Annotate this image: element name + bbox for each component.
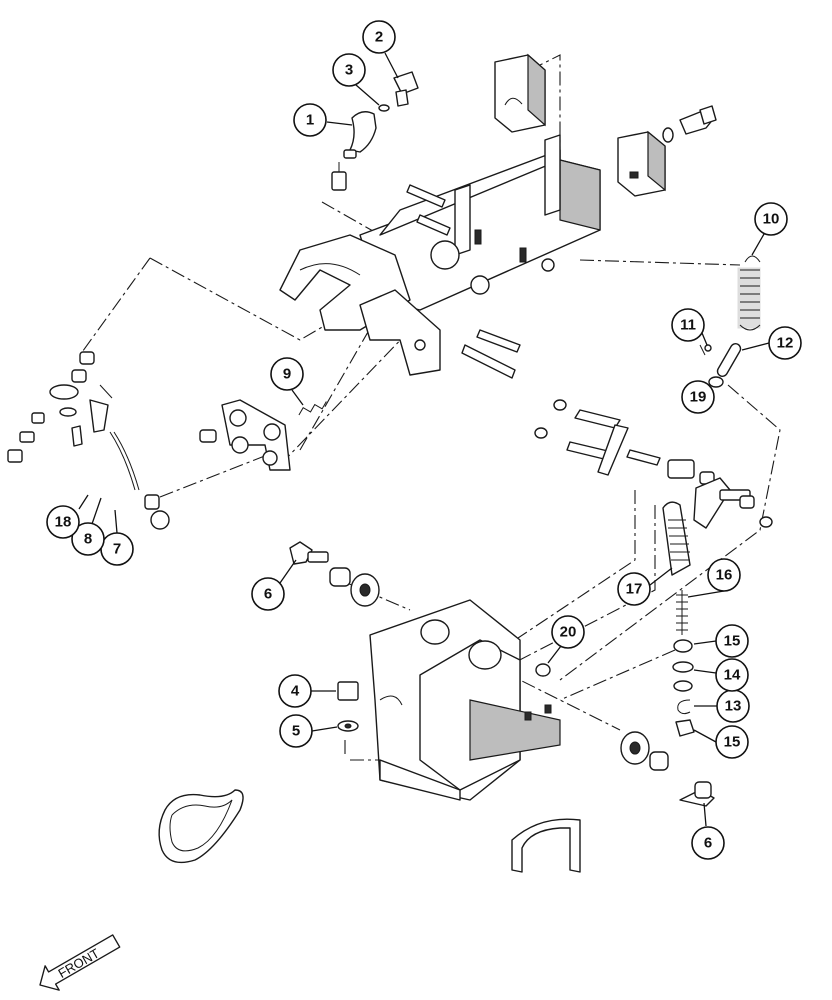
top-blocks	[494, 53, 717, 197]
callout-20: 20	[551, 615, 585, 649]
callout-12: 12	[768, 326, 802, 360]
callout-label: 3	[345, 62, 353, 79]
callout-2: 2	[362, 20, 396, 54]
callout-label: 13	[725, 698, 742, 715]
callout-16: 16	[707, 558, 741, 592]
callout-19: 19	[681, 380, 715, 414]
right-linkage	[534, 255, 773, 529]
callout-10: 10	[754, 202, 788, 236]
top-small-parts	[331, 71, 419, 191]
left-linkage	[7, 351, 170, 530]
callout-label: 6	[704, 835, 712, 852]
callout-label: 7	[113, 541, 121, 558]
callout-6-upper: 6	[251, 577, 285, 611]
callout-8: 8	[71, 522, 105, 556]
callout-18: 18	[46, 505, 80, 539]
callout-label: 1	[306, 112, 314, 129]
callout-9: 9	[270, 357, 304, 391]
callout-label: 2	[375, 29, 383, 46]
callout-11: 11	[671, 308, 705, 342]
callout-label: 15	[724, 734, 741, 751]
callout-label: 16	[716, 567, 733, 584]
main-frame	[279, 134, 601, 379]
callout-7: 7	[100, 532, 134, 566]
lower-base	[289, 541, 715, 807]
callout-label: 18	[55, 514, 72, 531]
callout-3: 3	[332, 53, 366, 87]
callout-label: 6	[264, 586, 272, 603]
callout-15-lower: 15	[715, 725, 749, 759]
callout-label: 10	[763, 211, 780, 228]
front-arrow-icon	[39, 934, 121, 991]
callout-label: 11	[680, 317, 696, 334]
straps	[158, 789, 581, 873]
callout-5: 5	[279, 714, 313, 748]
callout-13: 13	[716, 689, 750, 723]
callout-1: 1	[293, 103, 327, 137]
callout-label: 14	[724, 667, 741, 684]
callout-label: 19	[690, 389, 707, 406]
callout-17: 17	[617, 572, 651, 606]
callout-14: 14	[715, 658, 749, 692]
callout-15-upper: 15	[715, 624, 749, 658]
front-arrow: FRONT	[39, 934, 121, 991]
callout-label: 9	[283, 366, 291, 383]
callout-6-lower: 6	[691, 826, 725, 860]
callout-label: 5	[292, 723, 300, 740]
callout-4: 4	[278, 674, 312, 708]
callout-pointers	[78, 52, 770, 827]
callout-label: 17	[626, 581, 643, 598]
bellcrank-assembly	[199, 399, 327, 471]
springs	[662, 501, 691, 635]
callout-label: 20	[560, 624, 577, 641]
front-label: FRONT	[56, 946, 102, 981]
callout-label: 4	[291, 683, 300, 700]
callout-label: 15	[724, 633, 741, 650]
callout-label: 12	[777, 335, 794, 352]
callout-label: 8	[84, 531, 92, 548]
